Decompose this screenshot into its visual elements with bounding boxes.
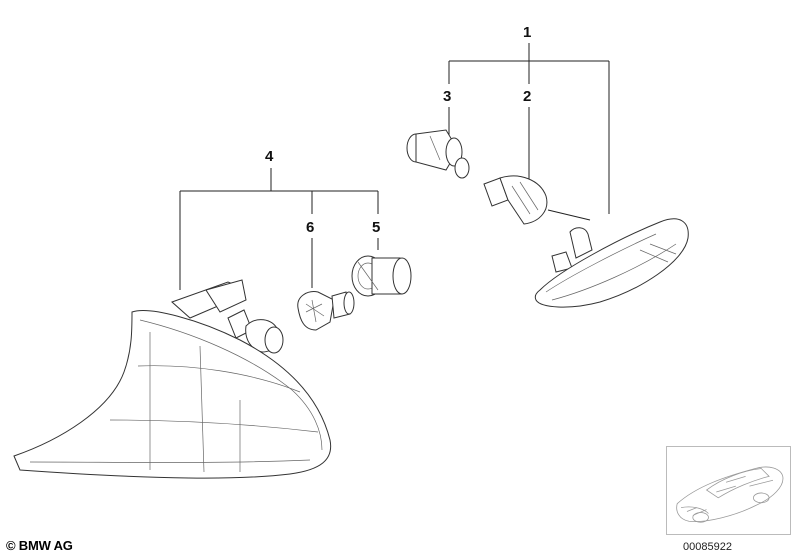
callout-4[interactable]: 4 [265, 148, 274, 165]
leader-lines-group-4 [179, 168, 379, 290]
bulb-socket-corner-light[interactable] [351, 255, 412, 297]
copyright-text: © BMW AG [6, 538, 73, 553]
front-corner-light[interactable] [13, 279, 332, 479]
side-marker-light[interactable] [534, 218, 689, 308]
leader-lines-group-1 [448, 43, 610, 221]
callout-1[interactable]: 1 [523, 24, 531, 41]
callout-5[interactable]: 5 [372, 219, 380, 236]
document-number: 00085922 [683, 541, 732, 553]
callout-2[interactable]: 2 [523, 88, 531, 105]
callout-3[interactable]: 3 [443, 88, 451, 105]
bulb-socket-side-marker[interactable] [406, 129, 470, 179]
bayonet-bulb[interactable] [297, 291, 355, 331]
vehicle-thumbnail [666, 446, 791, 535]
wedge-bulb[interactable] [483, 175, 548, 225]
callout-6[interactable]: 6 [306, 219, 314, 236]
